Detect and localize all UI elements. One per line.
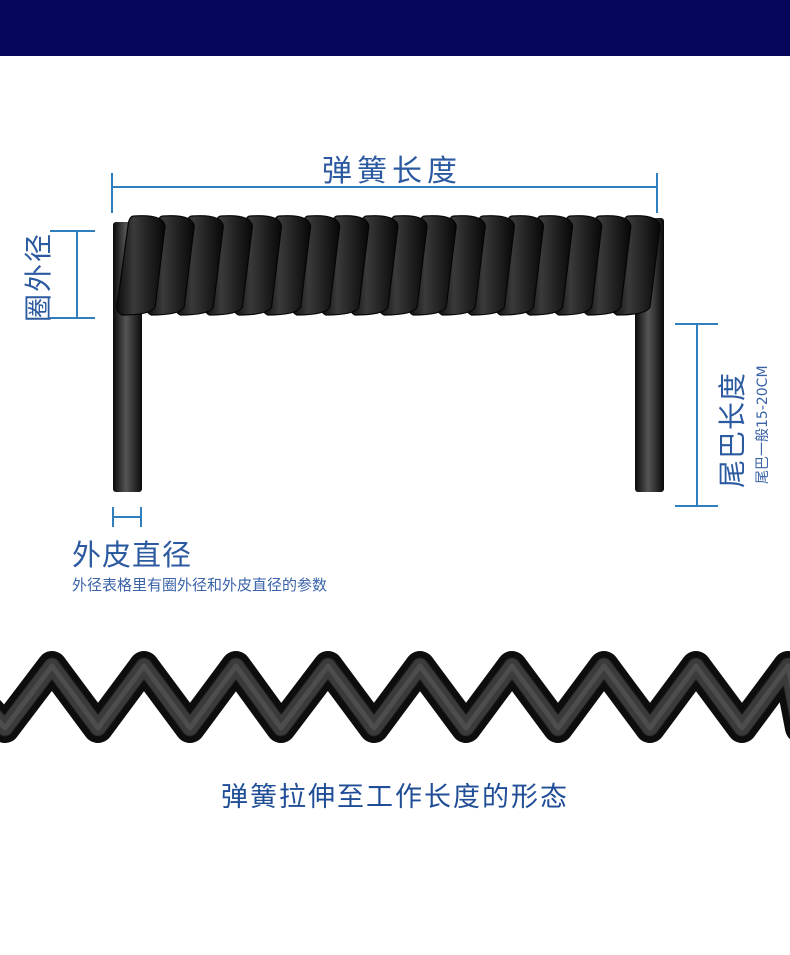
jacket-diameter-dimension — [112, 507, 142, 527]
coil-loop — [116, 215, 166, 316]
stretched-spring — [0, 651, 790, 743]
outer-diameter-dimension — [50, 230, 95, 319]
jacket-diameter-label: 外皮直径 — [72, 538, 193, 572]
tail-length-note: 尾巴一般15-20CM — [755, 365, 771, 484]
header-bar — [0, 0, 790, 56]
spring-length-label: 弹簧长度 — [322, 154, 462, 189]
outer-diameter-label: 圈外径 — [22, 231, 55, 322]
tail-length-label: 尾巴长度 — [716, 371, 749, 488]
coiled-spring — [116, 215, 661, 316]
tail-length-dimension — [675, 323, 718, 507]
stretched-form-caption: 弹簧拉伸至工作长度的形态 — [221, 782, 569, 813]
spring-length-dimension — [111, 173, 658, 213]
jacket-diameter-note: 外径表格里有圈外径和外皮直径的参数 — [72, 576, 328, 594]
